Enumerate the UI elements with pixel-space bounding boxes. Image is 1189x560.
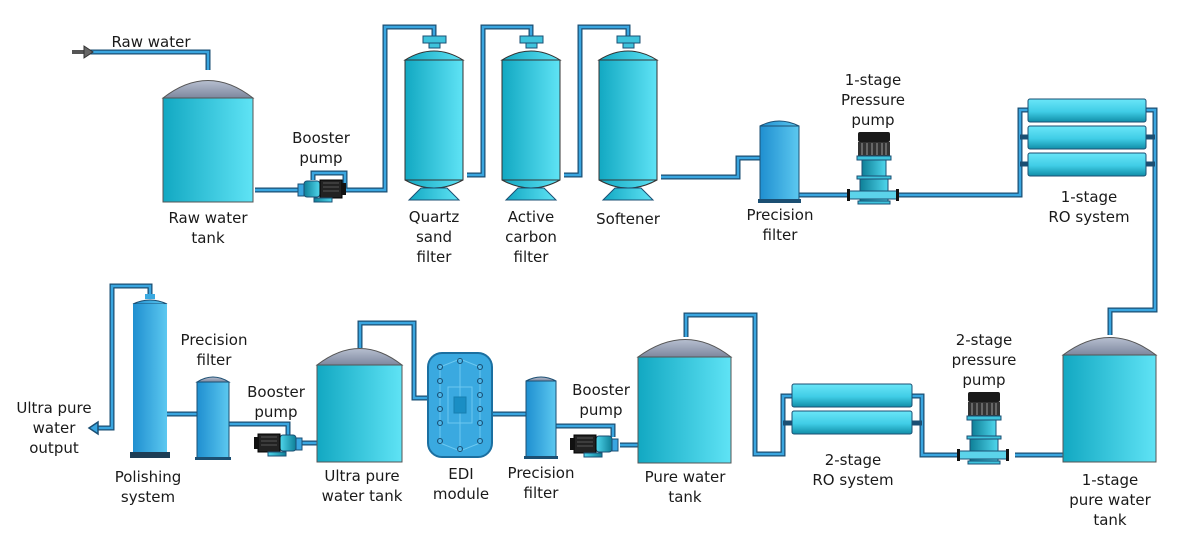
stage1-ro-system [1027, 98, 1147, 177]
quartz-sand-filter [403, 35, 465, 201]
label-softener: Softener [596, 210, 660, 228]
softener [597, 35, 659, 201]
arrow-right-icon [72, 45, 94, 59]
precision-filter-3 [195, 376, 231, 460]
booster-pump-2 [570, 434, 619, 458]
stage1-pressure-pump [847, 132, 899, 205]
label-raw-water: Raw water [111, 33, 191, 51]
polishing-system [130, 294, 170, 458]
active-carbon-filter [500, 35, 562, 201]
stage1-pure-water-tank [1061, 337, 1158, 463]
raw-water-tank [161, 80, 255, 203]
precision-filter-1 [758, 120, 801, 203]
arrow-left-icon [87, 420, 99, 436]
pipes [90, 24, 1158, 458]
booster-pump-1 [297, 179, 346, 203]
ultra-pure-water-tank [315, 348, 404, 463]
stage2-ro-system [791, 383, 913, 435]
stage2-pressure-pump [957, 392, 1009, 465]
pure-water-tank [636, 339, 733, 464]
edi-module [427, 352, 493, 458]
precision-filter-2 [524, 376, 558, 459]
booster-pump-3 [254, 433, 303, 457]
